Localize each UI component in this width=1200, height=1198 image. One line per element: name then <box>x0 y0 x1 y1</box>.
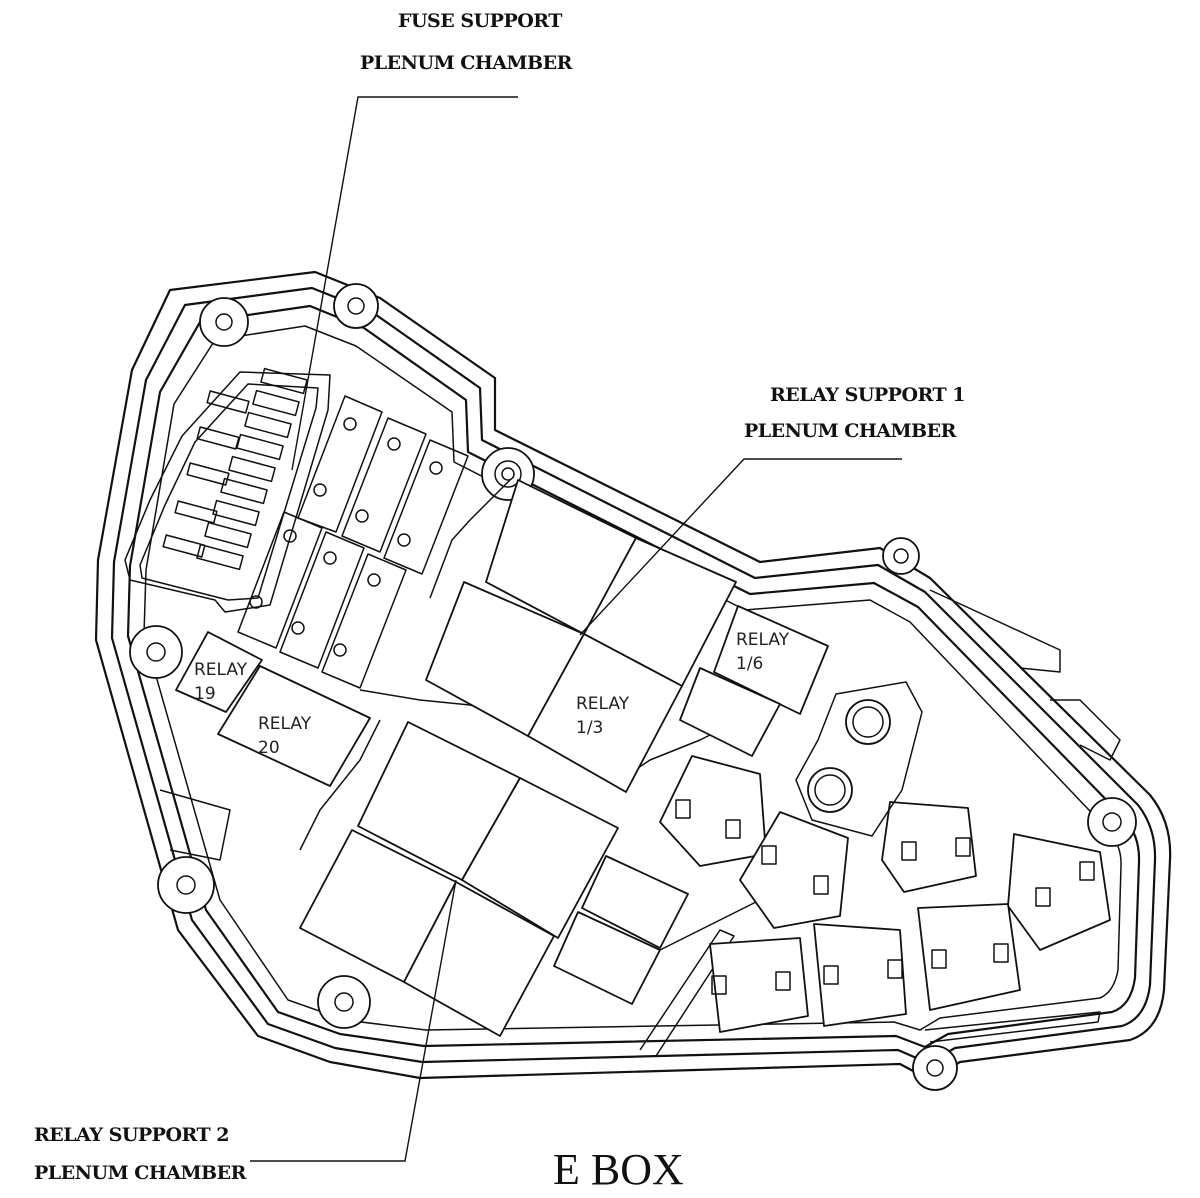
mounting-holes <box>129 283 1137 1091</box>
relay-sockets <box>659 755 1111 1033</box>
fuse-slots-row-b <box>162 390 250 558</box>
relay-19-label-line2: 19 <box>194 684 216 704</box>
callout-fuse-support-line1: FUSE SUPPORT <box>398 10 562 32</box>
relay-1-6-label: RELAY 1/6 <box>736 628 789 676</box>
relay-19-label-line1: RELAY <box>194 660 248 680</box>
relay-20-label-line1: RELAY <box>258 714 312 734</box>
large-relay-blocks <box>299 479 737 1037</box>
relay-20-label: RELAY 20 <box>258 712 311 760</box>
relay-1-6-label-line2: 1/6 <box>736 654 764 674</box>
callout-fuse-support-line2: PLENUM CHAMBER <box>360 52 572 74</box>
diagram-title: E BOX <box>553 1145 684 1194</box>
callout-relay-support-1-line2: PLENUM CHAMBER <box>744 420 956 442</box>
fuse-block <box>124 367 331 613</box>
leader-lines <box>250 96 902 1162</box>
relay-19-label: RELAY 19 <box>194 658 247 706</box>
callout-relay-support-2-line1: RELAY SUPPORT 2 <box>34 1124 229 1146</box>
callout-relay-support-2-line2: PLENUM CHAMBER <box>34 1162 246 1184</box>
relay-1-3-label-line1: RELAY <box>576 694 630 714</box>
relay-1-6-label-line1: RELAY <box>736 630 790 650</box>
relay-1-3-label: RELAY 1/3 <box>576 692 629 740</box>
relay-1-3-label-line2: 1/3 <box>576 718 604 738</box>
callout-relay-support-1-line1: RELAY SUPPORT 1 <box>770 384 965 406</box>
power-studs <box>795 681 923 837</box>
small-relay-blocks <box>175 605 829 1005</box>
mini-relay-holders <box>237 395 469 689</box>
fuse-slots-row-a <box>196 367 308 571</box>
relay-20-label-line2: 20 <box>258 738 280 758</box>
